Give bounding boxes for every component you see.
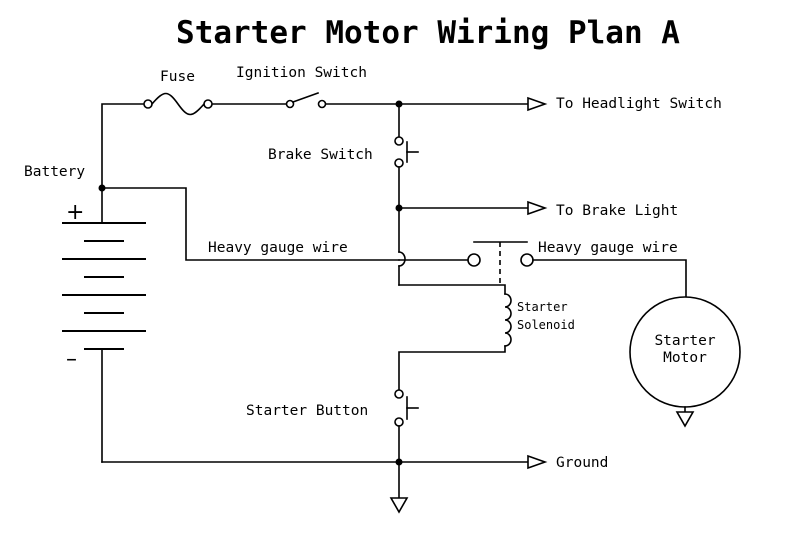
brake-light-arrow-icon xyxy=(527,200,548,216)
battery-positive-icon: + xyxy=(66,200,84,225)
brake-switch-symbol xyxy=(394,103,419,209)
heavy-gauge-wire-left-label: Heavy gauge wire xyxy=(208,240,348,256)
solenoid-feed-wire xyxy=(398,207,506,295)
chassis-ground-icon xyxy=(389,497,409,514)
starter-button-label: Starter Button xyxy=(246,403,368,419)
starter-solenoid-label-line1: Starter xyxy=(517,300,568,314)
solenoid-contacts-symbol xyxy=(467,241,534,285)
fuse-symbol xyxy=(143,92,213,116)
ground-label: Ground xyxy=(556,455,608,471)
to-brake-light-label: To Brake Light xyxy=(556,203,678,219)
motor-ground-icon xyxy=(675,411,695,428)
diagram-title: Starter Motor Wiring Plan A xyxy=(176,15,680,51)
headlight-arrow-icon xyxy=(527,96,548,112)
heavy-gauge-wire-left xyxy=(101,187,400,261)
ignition-switch-label: Ignition Switch xyxy=(236,65,367,81)
starter-motor-label-line1: Starter xyxy=(654,333,715,349)
fuse-label: Fuse xyxy=(160,69,195,85)
battery-label: Battery xyxy=(24,164,85,180)
starter-motor-label-line2: Motor xyxy=(663,350,707,366)
heavy-gauge-wire-right xyxy=(532,259,687,298)
starter-motor-symbol xyxy=(629,296,741,413)
top-rail-wire xyxy=(101,103,529,189)
heavy-gauge-wire-right-label: Heavy gauge wire xyxy=(538,240,678,256)
starter-button-symbol xyxy=(394,389,419,463)
ground-arrow-icon xyxy=(527,454,548,470)
battery-symbol xyxy=(62,187,146,463)
brake-switch-label: Brake Switch xyxy=(268,147,373,163)
starter-solenoid-label-line2: Solenoid xyxy=(517,318,575,332)
battery-negative-icon: – xyxy=(66,347,77,372)
ignition-switch-symbol xyxy=(285,91,327,109)
solenoid-coil-symbol xyxy=(398,293,512,391)
to-headlight-switch-label: To Headlight Switch xyxy=(556,96,722,112)
